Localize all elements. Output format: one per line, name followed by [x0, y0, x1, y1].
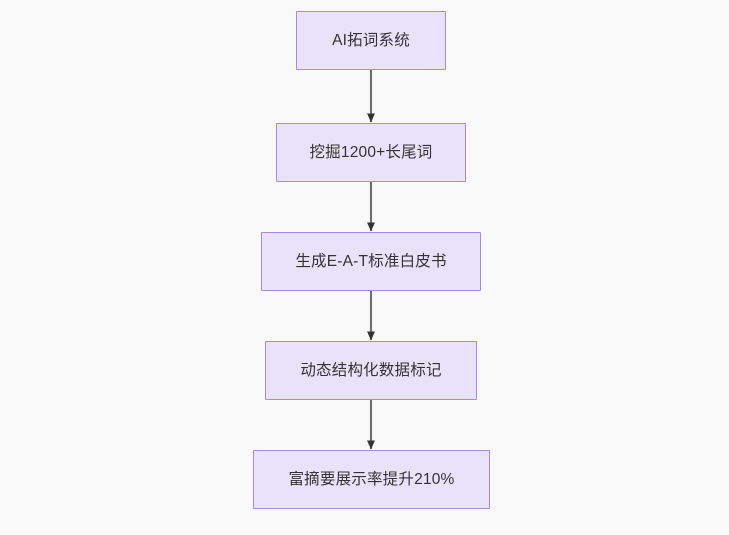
- flow-node-ai-keyword-system[interactable]: AI拓词系统: [296, 11, 446, 70]
- flow-node-label: 富摘要展示率提升210%: [288, 470, 455, 488]
- flow-node-label: 生成E-A-T标准白皮书: [295, 252, 447, 270]
- flow-node-label: AI拓词系统: [332, 31, 410, 49]
- flow-node-label: 动态结构化数据标记: [300, 361, 442, 379]
- flow-node-mine-longtail-keywords[interactable]: 挖掘1200+长尾词: [276, 123, 466, 182]
- flow-node-rich-snippet-rate-increase[interactable]: 富摘要展示率提升210%: [253, 450, 490, 509]
- flow-node-label: 挖掘1200+长尾词: [309, 143, 433, 161]
- flow-node-dynamic-structured-data-markup[interactable]: 动态结构化数据标记: [265, 341, 477, 400]
- flow-node-generate-eat-whitepaper[interactable]: 生成E-A-T标准白皮书: [261, 232, 481, 291]
